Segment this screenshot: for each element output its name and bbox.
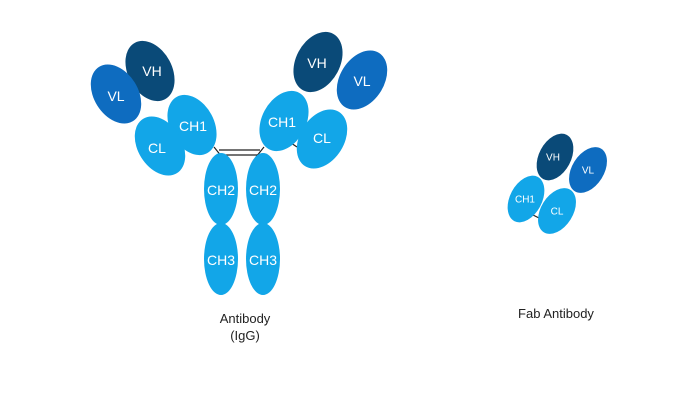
left-cl-domain	[134, 116, 186, 176]
igg-fc-stem: CH2 CH2 CH3 CH3	[204, 153, 280, 295]
fab-ch1-label: CH1	[515, 195, 535, 206]
left-vl-domain	[90, 64, 142, 124]
right-ch1-domain	[259, 90, 309, 152]
right-ch2-label: CH2	[249, 182, 277, 198]
right-vh-domain	[293, 31, 343, 93]
right-ch3-label: CH3	[249, 252, 277, 268]
left-vl-label: VL	[107, 88, 124, 104]
left-vh-domain	[125, 40, 175, 102]
igg-caption-line2: (IgG)	[230, 328, 260, 343]
fab-ch1-domain	[507, 175, 545, 223]
igg-left-arm: VH VL CH1 CL	[90, 40, 217, 176]
fab-caption: Fab Antibody	[518, 306, 594, 321]
right-ch3-domain	[246, 223, 280, 295]
right-vl-label: VL	[353, 73, 370, 89]
igg-caption-line1: Antibody	[220, 311, 271, 326]
igg-right-arm: VH VL CH1 CL	[259, 31, 388, 169]
right-vl-domain	[336, 50, 388, 110]
right-cl-label: CL	[313, 130, 331, 146]
left-ch1-label: CH1	[179, 118, 207, 134]
right-ch1-label: CH1	[268, 114, 296, 130]
right-cl-domain	[296, 109, 348, 169]
igg-antibody: VH VL CH1 CL VH VL CH1 CL CH2 CH2	[90, 31, 388, 343]
right-vh-label: VH	[307, 55, 326, 71]
left-cl-label: CL	[148, 140, 166, 156]
fab-vh-domain	[536, 133, 574, 181]
fab-antibody: VH VL CH1 CL Fab Antibody	[507, 133, 607, 321]
fab-vh-label: VH	[546, 153, 560, 164]
left-ch2-label: CH2	[207, 182, 235, 198]
fab-cl-domain	[538, 188, 576, 234]
fab-vl-label: VL	[582, 166, 595, 177]
left-ch3-domain	[204, 223, 238, 295]
fab-vl-domain	[569, 147, 607, 193]
fab-cl-label: CL	[551, 207, 564, 218]
left-ch3-label: CH3	[207, 252, 235, 268]
left-ch2-domain	[204, 153, 238, 225]
left-vh-label: VH	[142, 63, 161, 79]
right-ch2-domain	[246, 153, 280, 225]
